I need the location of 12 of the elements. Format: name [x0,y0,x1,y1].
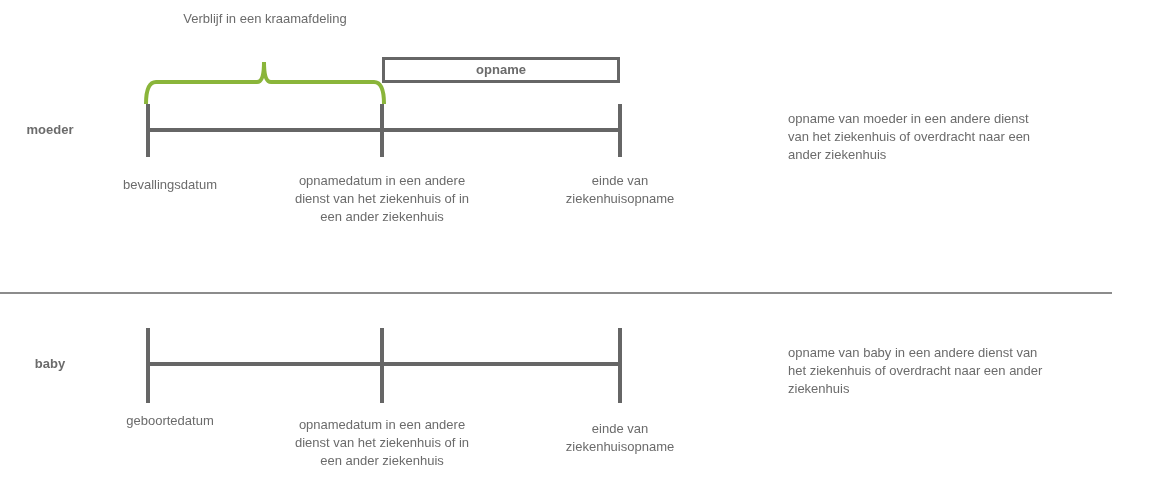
label-box: opname [382,57,620,83]
tick-label: opnamedatum in een andere dienst van het ziekenhuis of in een ander ziekenhuis [293,416,471,470]
tick-label: einde van ziekenhuisopname [564,172,676,208]
tick-label: einde van ziekenhuisopname [564,420,676,456]
note-text: opname van baby in een andere dienst van het ziekenhuis of overdracht naar een ander ziekenhuis [788,344,1044,398]
tick-label: bevallingsdatum [122,176,218,194]
row-label: moeder [25,121,75,139]
tick-label: opnamedatum in een andere dienst van het ziekenhuis of in een ander ziekenhuis [293,172,471,226]
note-text: opname van moeder in een andere dienst van het ziekenhuis of overdracht naar een ander ziekenhuis [788,110,1032,164]
bracket-caption: Verblijf in een kraamafdeling [182,10,348,28]
row-label: baby [33,355,67,373]
tick-label: geboortedatum [125,412,215,430]
